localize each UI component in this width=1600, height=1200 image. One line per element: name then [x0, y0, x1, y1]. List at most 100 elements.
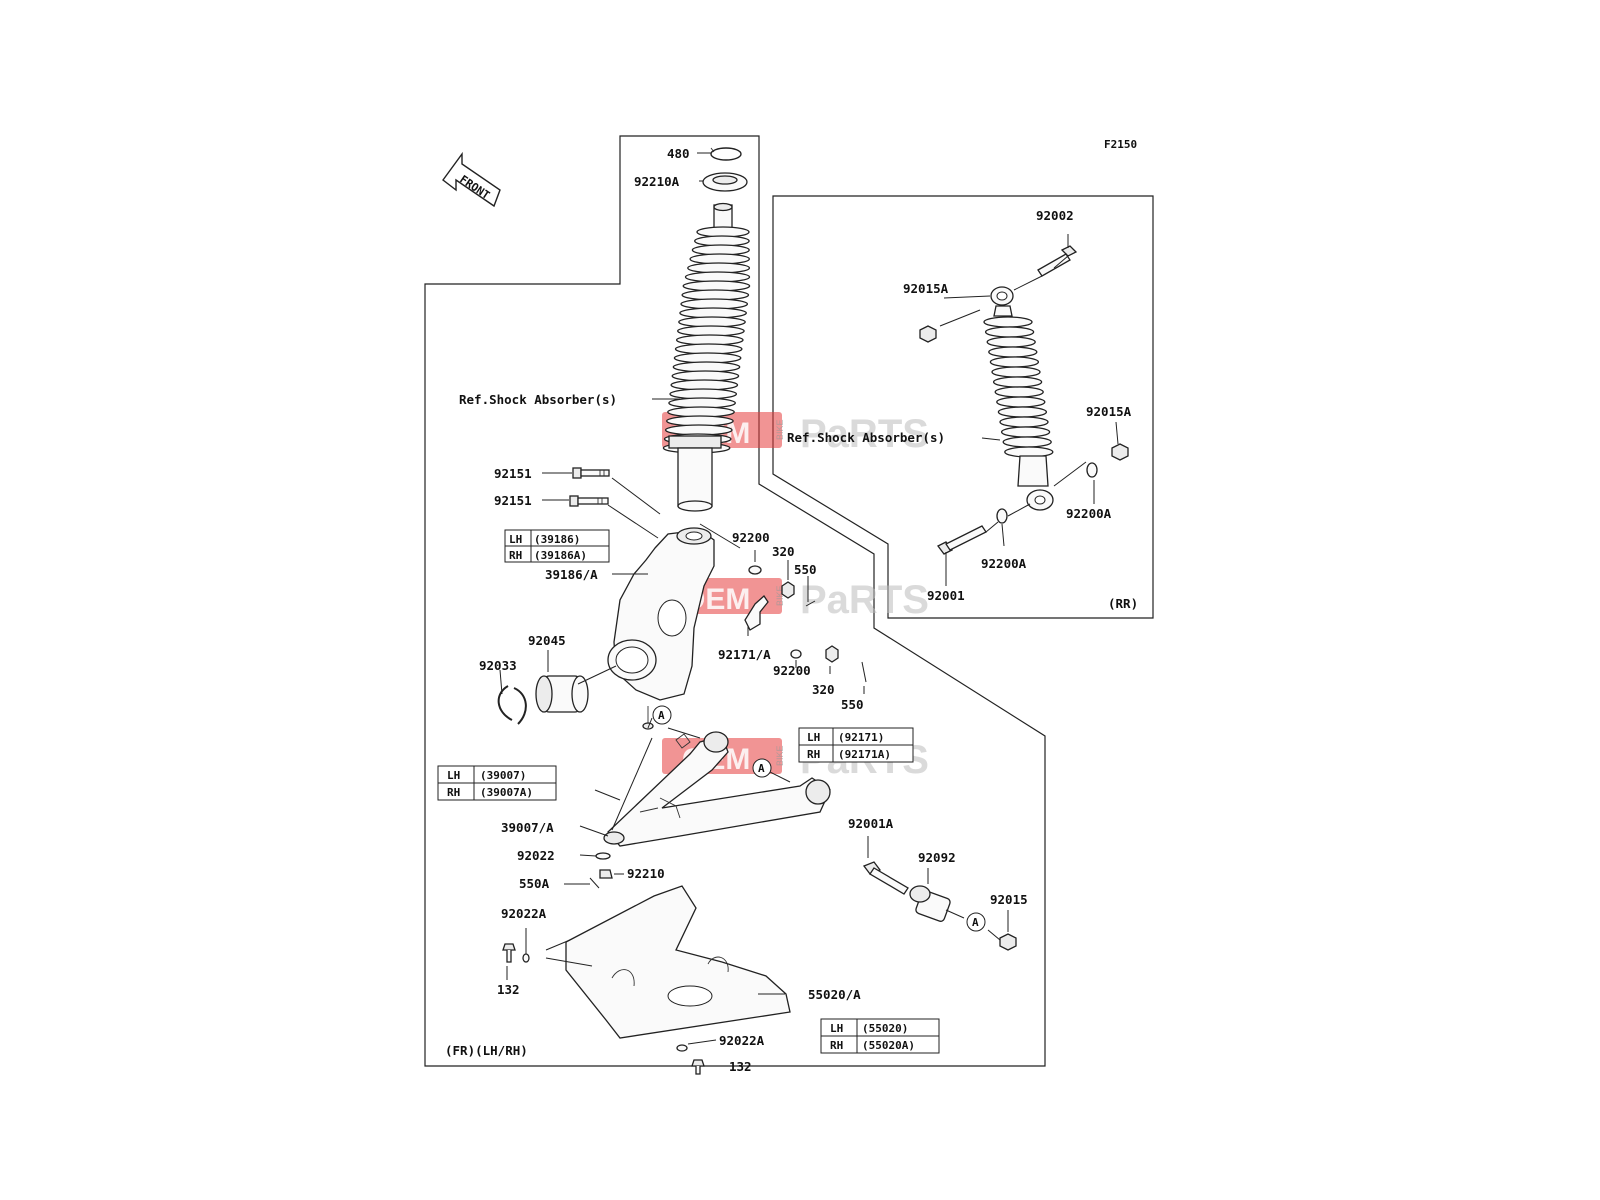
leader-lines	[499, 152, 1119, 1067]
label-92022a-bottom: 92022A	[719, 1033, 765, 1048]
wheel-bearing	[535, 675, 589, 713]
spring-coil	[991, 366, 1041, 378]
svg-text:A: A	[758, 762, 765, 775]
svg-text:(39007): (39007)	[480, 769, 526, 782]
svg-text:LH: LH	[447, 769, 460, 782]
label-92210a: 92210A	[634, 174, 680, 189]
svg-text:BIKE: BIKE	[775, 419, 785, 440]
front-shock-circlip	[710, 147, 742, 161]
spring-coil	[989, 356, 1040, 368]
svg-text:A: A	[658, 709, 665, 722]
knuckle-hardware	[744, 565, 867, 683]
label-92015a-top: 92015A	[903, 281, 949, 296]
rear-shock-bolt-bottom	[937, 525, 987, 555]
guard-fasteners	[502, 943, 705, 1075]
spring-coil	[999, 416, 1049, 428]
spring-coil	[984, 326, 1035, 338]
spring-coil	[996, 396, 1046, 408]
front-group-footer: (FR)(LH/RH)	[445, 1043, 528, 1058]
skid-guard	[565, 885, 791, 1039]
spring-coil	[1002, 436, 1052, 448]
callout-a-2: A	[752, 758, 772, 778]
boot-band	[668, 435, 722, 449]
label-320-upper: 320	[772, 544, 795, 559]
pivot-bolt	[862, 861, 909, 895]
label-132-bottom: 132	[729, 1059, 752, 1074]
label-92171a: 92171/A	[718, 647, 771, 662]
snap-ring	[497, 685, 527, 725]
svg-text:BIKE: BIKE	[775, 585, 785, 606]
svg-text:LH: LH	[509, 533, 522, 546]
label-92200a-left: 92200A	[981, 556, 1027, 571]
svg-text:PaRTS: PaRTS	[800, 412, 929, 456]
label-92200-lower: 92200	[773, 663, 811, 678]
knuckle-bolt-upper	[572, 467, 610, 479]
a-arm	[603, 731, 831, 847]
front-labels: 480 92210A Ref.Shock Absorber(s) 92151 9…	[445, 146, 1028, 1074]
table-arm: LH (39007) RH (39007A)	[437, 765, 557, 801]
svg-text:(39007A): (39007A)	[480, 786, 533, 799]
svg-text:RH: RH	[509, 549, 522, 562]
svg-text:(92171): (92171)	[838, 731, 884, 744]
spring-coil	[997, 406, 1048, 418]
rear-shock-washers	[996, 462, 1098, 524]
label-92045: 92045	[528, 633, 566, 648]
ball-joint-hardware	[589, 852, 613, 889]
label-92001a: 92001A	[848, 816, 894, 831]
label-92151-upper: 92151	[494, 466, 532, 481]
label-92001: 92001	[927, 588, 965, 603]
figure-code: F2150	[1104, 138, 1137, 151]
svg-text:RH: RH	[830, 1039, 843, 1052]
pivot-collar	[909, 885, 951, 922]
label-rear-ref-shock: Ref.Shock Absorber(s)	[787, 430, 945, 445]
svg-text:BIKE: BIKE	[775, 745, 785, 766]
label-320-lower: 320	[812, 682, 835, 697]
label-92015a-right: 92015A	[1086, 404, 1132, 419]
svg-text:RH: RH	[447, 786, 460, 799]
front-shock-absorber	[662, 202, 751, 512]
label-92210: 92210	[627, 866, 665, 881]
spring-coil	[992, 376, 1043, 388]
svg-text:(92171A): (92171A)	[838, 748, 891, 761]
label-92033: 92033	[479, 658, 517, 673]
front-group-frame	[424, 135, 1046, 1067]
svg-text:A: A	[972, 916, 979, 929]
label-92151-lower: 92151	[494, 493, 532, 508]
table-guard: LH (55020) RH (55020A)	[820, 1018, 940, 1054]
rear-shock-absorber	[983, 286, 1054, 511]
label-92200-upper: 92200	[732, 530, 770, 545]
svg-text:LH: LH	[830, 1022, 843, 1035]
knuckle-bolt-lower	[569, 495, 609, 507]
rear-group-footer: (RR)	[1108, 596, 1138, 611]
front-arrow-icon: FRONT	[442, 151, 501, 208]
table-knuckle: LH (39186) RH (39186A)	[504, 529, 610, 563]
label-550-upper: 550	[794, 562, 817, 577]
svg-text:(39186): (39186)	[534, 533, 580, 546]
svg-text:PaRTS: PaRTS	[800, 578, 929, 622]
rear-group-frame	[772, 195, 1154, 619]
table-nut: LH (92171) RH (92171A)	[798, 727, 914, 763]
callout-a-3: A	[966, 912, 986, 932]
label-550-lower: 550	[841, 697, 864, 712]
label-55020a: 55020/A	[808, 987, 861, 1002]
spring-coil	[988, 346, 1038, 358]
label-92022: 92022	[517, 848, 555, 863]
svg-text:(55020): (55020)	[862, 1022, 908, 1035]
svg-text:(39186A): (39186A)	[534, 549, 587, 562]
rear-shock-nut-bottom	[1111, 443, 1129, 461]
label-132-left: 132	[497, 982, 520, 997]
rear-shock-nut-top	[919, 325, 937, 343]
label-39007a: 39007/A	[501, 820, 554, 835]
label-39186a: 39186/A	[545, 567, 598, 582]
svg-text:RH: RH	[807, 748, 820, 761]
front-shock-bearing	[702, 172, 748, 192]
svg-text:LH: LH	[807, 731, 820, 744]
svg-text:(55020A): (55020A)	[862, 1039, 915, 1052]
rear-labels: 92002 92015A Ref.Shock Absorber(s) 92015…	[787, 208, 1138, 611]
pivot-nut	[999, 933, 1017, 951]
callout-a-1: A	[652, 705, 672, 725]
label-480: 480	[667, 146, 690, 161]
label-92002: 92002	[1036, 208, 1074, 223]
spring-coil	[983, 316, 1033, 328]
